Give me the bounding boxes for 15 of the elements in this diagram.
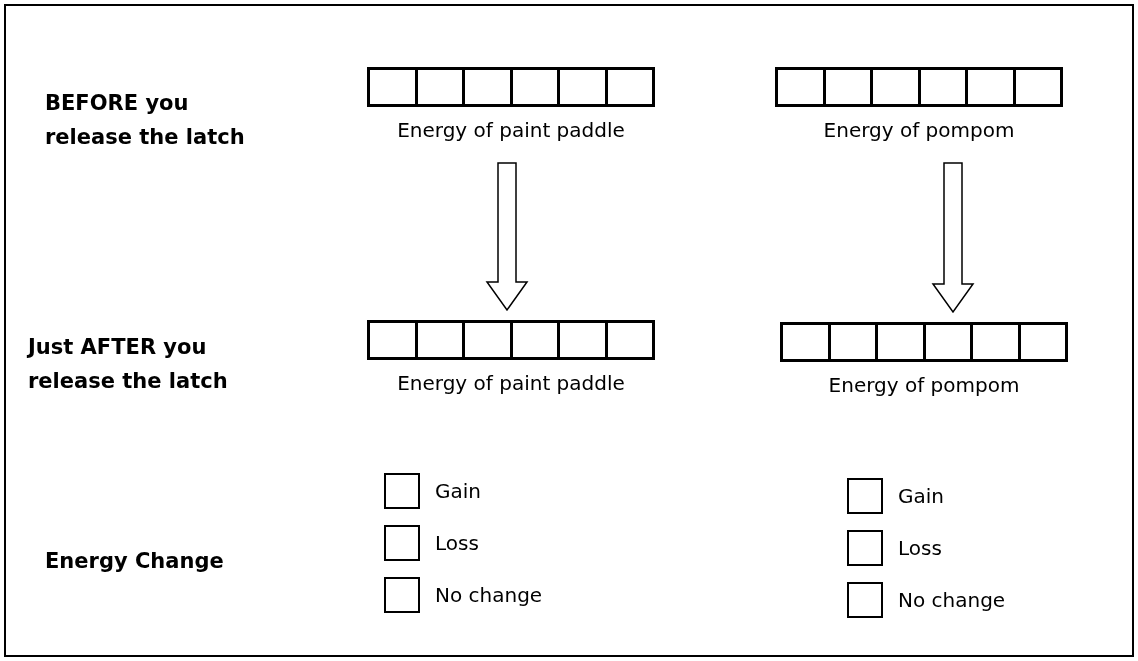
checkbox-label: Loss xyxy=(898,535,942,562)
row-heading: Just AFTER you release the latch xyxy=(28,334,229,395)
hollow-arrow xyxy=(931,162,975,314)
checkbox-label: No change xyxy=(435,582,543,609)
bar-caption: Energy of pompom xyxy=(823,117,1015,143)
bar-caption: Energy of paint paddle xyxy=(397,117,625,143)
checkbox-label: Gain xyxy=(435,478,481,505)
row-heading: Energy Change xyxy=(45,548,225,575)
bar-caption: Energy of pompom xyxy=(828,372,1020,398)
checkbox-label: No change xyxy=(898,587,1006,614)
hollow-arrow xyxy=(485,162,529,312)
checkbox-label: Loss xyxy=(435,530,479,557)
row-heading: BEFORE you release the latch xyxy=(45,90,245,151)
checkbox-label: Gain xyxy=(898,483,944,510)
bar-caption: Energy of paint paddle xyxy=(397,370,625,396)
